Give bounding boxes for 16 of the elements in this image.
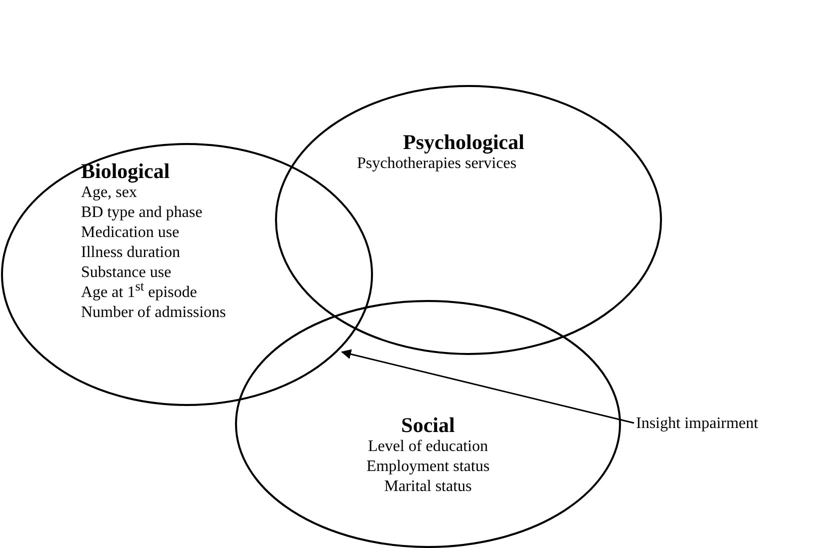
heading: Psychological — [403, 130, 524, 154]
factor-text: Level of education — [367, 437, 489, 457]
factor-text: Age, sex — [81, 183, 138, 203]
factor-text: BD type and phase — [81, 203, 204, 223]
factor-text: Employment status — [365, 457, 491, 477]
factor-text: Substance use — [81, 263, 172, 283]
factor-text: Psychotherapies services — [357, 154, 518, 174]
factor-text: Number of admissions — [81, 303, 226, 323]
factor-text: Illness duration — [81, 243, 182, 263]
heading: Biological — [81, 159, 171, 183]
factor-text: Age at 1$^{st}$ episode — [81, 283, 198, 303]
factor-text: Medication use — [81, 223, 180, 243]
heading: Social — [400, 413, 456, 437]
arrow — [341, 349, 634, 424]
factor-text: Marital status — [383, 477, 473, 497]
annotation-text: Insight impairment — [636, 414, 758, 434]
